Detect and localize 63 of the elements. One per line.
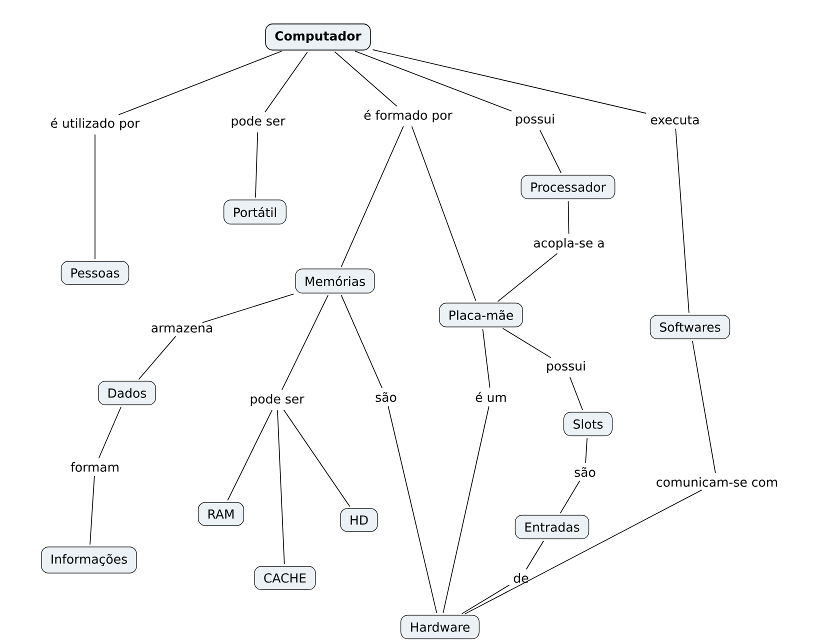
connector-line (526, 540, 544, 570)
connector-line (482, 328, 490, 388)
concept-box: Processador (520, 174, 616, 200)
connector-line (497, 253, 558, 302)
connector-line (227, 410, 272, 501)
connector-line (692, 340, 716, 474)
connector-line (94, 134, 96, 260)
connector-line (411, 126, 476, 302)
connector-line (464, 490, 702, 614)
connector-line (340, 126, 404, 268)
connector-line (282, 294, 328, 390)
linking-phrase: é utilizado por (48, 116, 142, 132)
linking-phrase: possui (513, 112, 557, 128)
concept-box: Softwares (650, 314, 730, 340)
connector-line (675, 128, 690, 314)
connector-line (354, 50, 512, 112)
connector-line (202, 294, 294, 324)
connector-line (98, 406, 122, 459)
linking-phrase: possui (544, 358, 588, 376)
connector-line (560, 480, 580, 514)
concept-box: Pessoas (60, 261, 130, 285)
concept-box: HD (340, 508, 378, 532)
connector-line (570, 376, 583, 410)
connector-line (277, 410, 285, 564)
concept-box: CACHE (254, 566, 316, 590)
concept-box: Memórias (295, 268, 375, 294)
concept-box: Portátil (224, 200, 286, 224)
concept-box: Slots (563, 412, 613, 436)
linking-phrase: executa (648, 114, 702, 126)
concept-box: RAM (198, 502, 244, 526)
linking-phrase: armazena (148, 323, 216, 335)
connector-line (283, 410, 350, 507)
linking-phrase: de (511, 571, 531, 585)
linking-phrase: é formado por (362, 108, 454, 124)
connector-line (118, 50, 282, 116)
connector-line (372, 49, 646, 114)
linking-phrase: são (373, 390, 399, 404)
connector-line (334, 51, 398, 107)
linking-phrase: comunicam-se com (654, 475, 780, 489)
connector-line (90, 476, 95, 546)
linking-phrase: são (572, 465, 598, 479)
linking-phrase: é um (473, 390, 509, 404)
linking-phrase: pode ser (248, 392, 306, 408)
connector-line (461, 584, 510, 614)
concept-box: Dados (98, 380, 156, 406)
linking-phrase: acopla-se a (531, 236, 607, 252)
concept-box: Informações (41, 546, 137, 574)
concept-box: Placa-mãe (439, 302, 523, 328)
concept-box: Entradas (514, 514, 590, 540)
linking-phrase: pode ser (228, 114, 288, 130)
connector-line (502, 328, 552, 358)
linking-phrase: formam (68, 460, 122, 474)
connector-line (585, 438, 588, 464)
connector-line (340, 294, 382, 388)
connector-line (138, 336, 176, 380)
connector-line (442, 406, 490, 614)
concept-box: Computador (265, 24, 371, 50)
connector-line (540, 130, 562, 174)
connector-line (264, 52, 308, 113)
concept-box: Hardware (400, 614, 480, 640)
connector-line (255, 132, 258, 198)
connector-line (568, 200, 570, 234)
connector-line (388, 406, 438, 614)
